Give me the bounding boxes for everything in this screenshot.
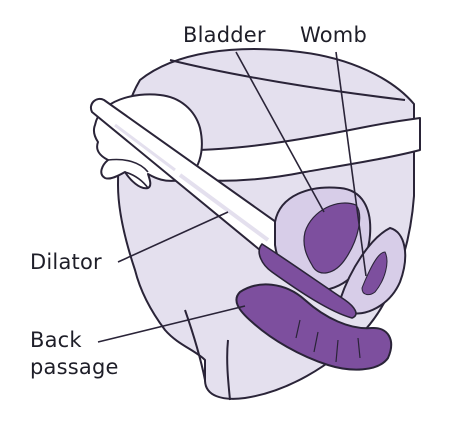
label-dilator: Dilator bbox=[30, 250, 102, 274]
pointer-back-passage bbox=[97, 305, 246, 343]
leg-line bbox=[184, 309, 231, 401]
label-womb: Womb bbox=[300, 23, 367, 47]
back-passage-organ bbox=[235, 283, 393, 371]
label-back-passage-line1: Back bbox=[30, 328, 82, 352]
vaginal-canal bbox=[258, 242, 357, 319]
finger-lines bbox=[107, 158, 149, 189]
label-back-passage-line2: passage bbox=[30, 355, 119, 379]
arm bbox=[189, 117, 421, 182]
womb-interior bbox=[361, 251, 388, 296]
thigh-line bbox=[169, 59, 406, 101]
label-bladder: Bladder bbox=[183, 23, 266, 47]
bladder-interior bbox=[303, 202, 361, 274]
pointer-womb bbox=[335, 51, 367, 277]
pointer-bladder bbox=[235, 51, 325, 213]
back-passage-folds bbox=[295, 319, 361, 363]
pointer-dilator bbox=[117, 211, 229, 263]
